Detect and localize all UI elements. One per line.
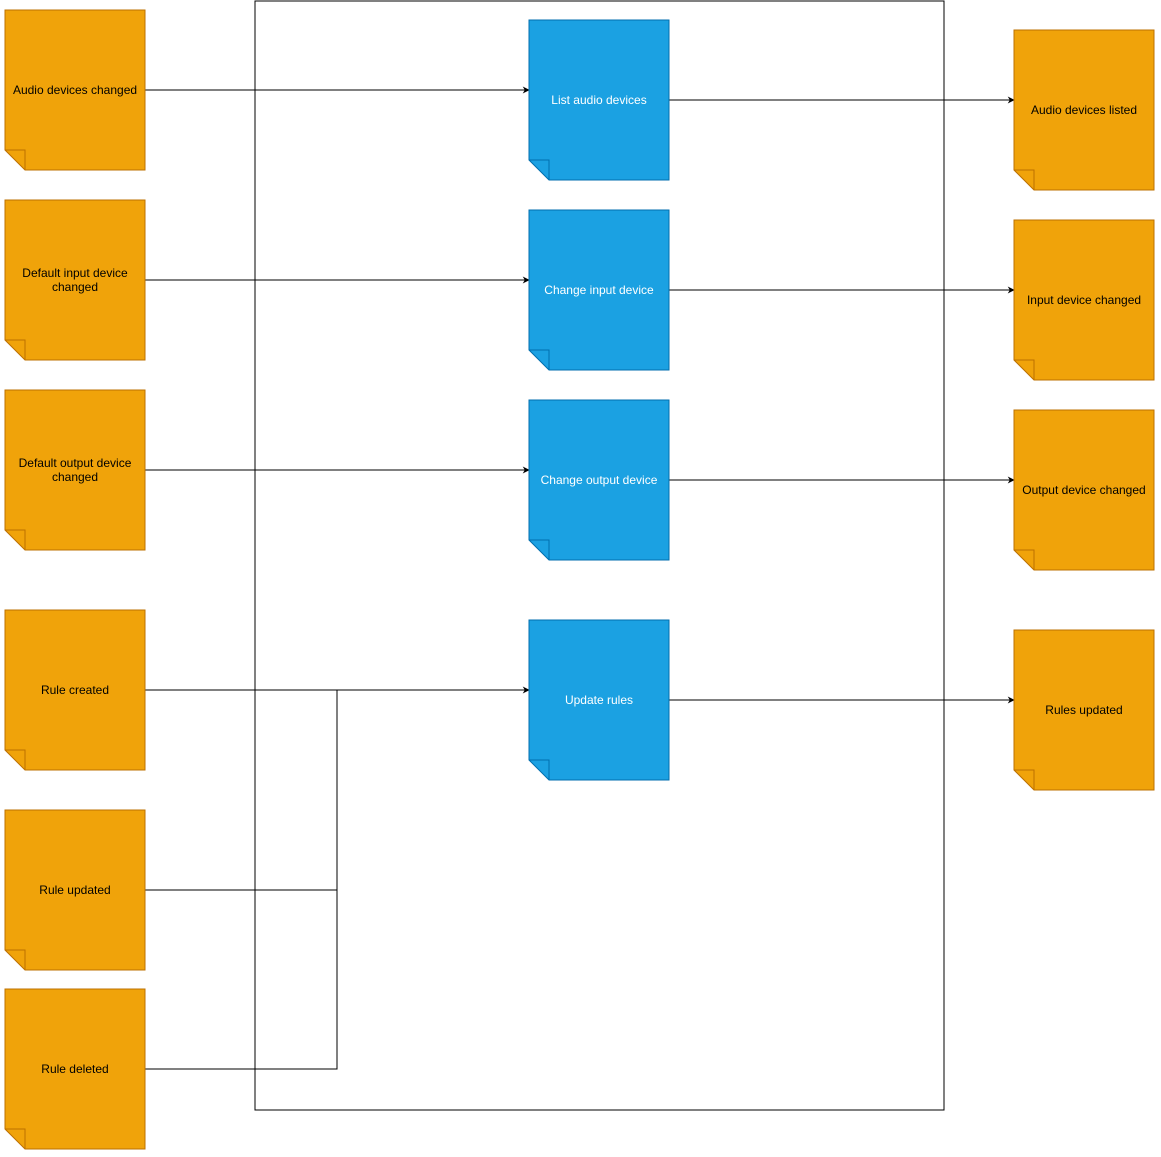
- event-note-default-output-device-changed-shape: [4, 389, 146, 551]
- bounded-context-boundary: [254, 0, 945, 1111]
- event-note-default-output-device-changed-label: changed: [52, 470, 98, 484]
- event-note-default-output-device-changed-label: Default output device: [19, 456, 132, 470]
- event-note-output-device-changed-fold: [1014, 549, 1035, 570]
- event-note-rule-updated-shape: [4, 809, 146, 971]
- command-note-list-audio-devices: List audio devices: [528, 19, 670, 181]
- event-note-rule-updated-fold: [5, 949, 26, 970]
- event-note-output-device-changed-shape: [1013, 409, 1155, 571]
- event-note-rule-updated: Rule updated: [4, 809, 146, 971]
- event-note-rules-updated-shape: [1013, 629, 1155, 791]
- command-note-change-output-device: Change output device: [528, 399, 670, 561]
- event-note-rule-deleted-fold: [5, 1128, 26, 1149]
- event-note-rule-deleted-label: Rule deleted: [41, 1062, 108, 1076]
- event-note-audio-devices-listed-shape: [1013, 29, 1155, 191]
- command-note-change-input-device-label: Change input device: [544, 283, 654, 297]
- event-note-rule-created-shape: [4, 609, 146, 771]
- event-note-rule-created-fold: [5, 749, 26, 770]
- event-note-audio-devices-changed-shape: [4, 9, 146, 171]
- event-note-rules-updated-fold: [1014, 769, 1035, 790]
- event-note-input-device-changed-fold: [1014, 359, 1035, 380]
- event-note-audio-devices-changed-label: Audio devices changed: [13, 83, 137, 97]
- event-note-rule-created-label: Rule created: [41, 683, 109, 697]
- command-note-update-rules-shape: [528, 619, 670, 781]
- command-note-change-input-device: Change input device: [528, 209, 670, 371]
- event-note-rules-updated: Rules updated: [1013, 629, 1155, 791]
- command-note-update-rules-fold: [529, 759, 550, 780]
- command-note-change-output-device-fold: [529, 539, 550, 560]
- command-note-change-input-device-fold: [529, 349, 550, 370]
- event-note-rule-deleted-shape: [4, 988, 146, 1150]
- event-note-input-device-changed: Input device changed: [1013, 219, 1155, 381]
- event-note-audio-devices-listed: Audio devices listed: [1013, 29, 1155, 191]
- event-note-audio-devices-changed-fold: [5, 149, 26, 170]
- edges-layer: [145, 86, 1015, 1070]
- event-note-output-device-changed: Output device changed: [1013, 409, 1155, 571]
- event-note-input-device-changed-shape: [1013, 219, 1155, 381]
- event-note-audio-devices-listed-label: Audio devices listed: [1031, 103, 1137, 117]
- event-note-rule-updated-label: Rule updated: [39, 883, 110, 897]
- command-note-update-rules: Update rules: [528, 619, 670, 781]
- event-note-output-device-changed-label: Output device changed: [1022, 483, 1145, 497]
- event-note-rule-deleted: Rule deleted: [4, 988, 146, 1150]
- event-note-default-output-device-changed-fold: [5, 529, 26, 550]
- command-note-list-audio-devices-shape: [528, 19, 670, 181]
- event-note-audio-devices-listed-fold: [1014, 169, 1035, 190]
- event-note-rules-updated-label: Rules updated: [1045, 703, 1122, 717]
- event-note-default-input-device-changed-label: Default input device: [22, 266, 128, 280]
- command-note-list-audio-devices-fold: [529, 159, 550, 180]
- command-note-change-output-device-shape: [528, 399, 670, 561]
- edge-rule-updated-to-update-rules: [145, 690, 338, 891]
- command-note-list-audio-devices-label: List audio devices: [551, 93, 646, 107]
- event-note-input-device-changed-label: Input device changed: [1027, 293, 1141, 307]
- event-note-default-input-device-changed-fold: [5, 339, 26, 360]
- event-note-default-input-device-changed-shape: [4, 199, 146, 361]
- command-note-change-input-device-shape: [528, 209, 670, 371]
- event-note-default-input-device-changed-label: changed: [52, 280, 98, 294]
- event-note-audio-devices-changed: Audio devices changed: [4, 9, 146, 171]
- event-note-rule-created: Rule created: [4, 609, 146, 771]
- edge-rule-deleted-to-update-rules: [145, 890, 338, 1070]
- command-note-change-output-device-label: Change output device: [541, 473, 658, 487]
- command-note-update-rules-label: Update rules: [565, 693, 633, 707]
